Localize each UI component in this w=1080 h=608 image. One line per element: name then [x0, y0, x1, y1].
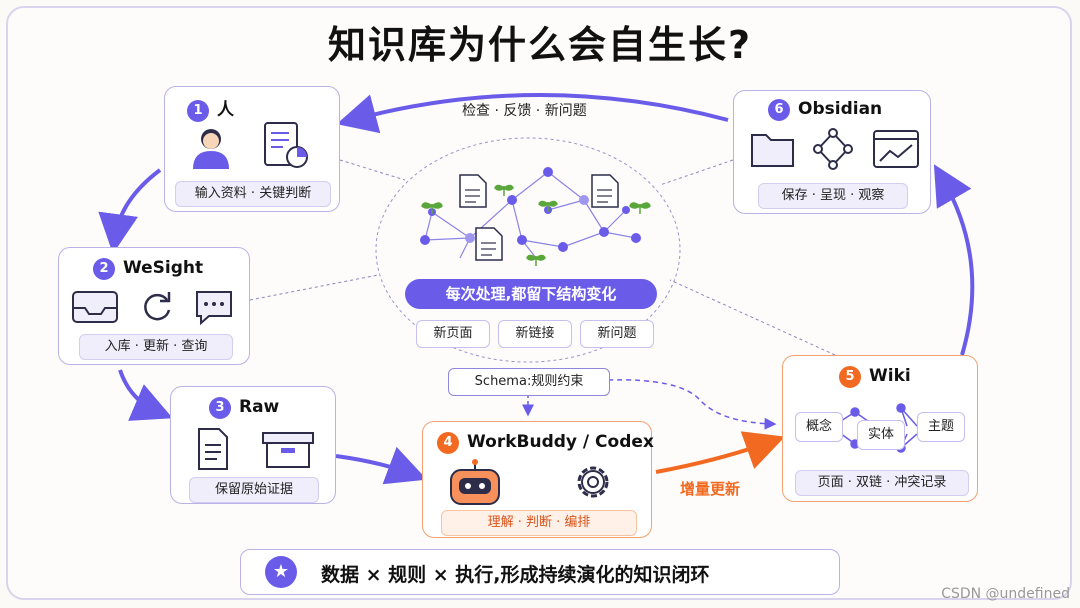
card-wesight-num: 2: [93, 258, 115, 280]
chat-bubble-icon: [196, 291, 232, 326]
document-icon: [198, 428, 228, 470]
card-wesight: 2 WeSight 入库 · 更新 · 查询: [58, 247, 250, 365]
card-wesight-title: 2 WeSight: [93, 258, 203, 280]
card-obsidian-title: 6 Obsidian: [768, 99, 882, 121]
document-chart-icon: [264, 122, 308, 168]
robot-icon: [450, 459, 500, 505]
card-workbuddy: 4 WorkBuddy / Codex 理解 · 判断 · 编排: [422, 421, 654, 538]
card-person-num: 1: [187, 100, 209, 122]
archive-box-icon: [262, 432, 314, 468]
card-obsidian-num: 6: [768, 99, 790, 121]
card-workbuddy-num: 4: [437, 432, 459, 454]
center-banner: 每次处理,都留下结构变化: [405, 279, 657, 309]
card-raw-num: 3: [209, 397, 231, 419]
schema-box: Schema:规则约束: [448, 368, 610, 396]
graph-documents: [459, 174, 619, 261]
wiki-node-entity: 实体: [857, 420, 905, 450]
person-icon: [193, 129, 229, 169]
card-workbuddy-pill: 理解 · 判断 · 编排: [441, 510, 637, 536]
center-tag-new-link: 新链接: [498, 320, 572, 348]
card-obsidian-label: Obsidian: [798, 99, 883, 119]
arrow-workbuddy-wiki: [655, 431, 786, 474]
card-obsidian-pill: 保存 · 呈现 · 观察: [758, 183, 908, 209]
card-wiki-title: 5 Wiki: [839, 366, 911, 388]
wiki-node-topic: 主题: [917, 412, 965, 442]
center-ellipse: [375, 137, 681, 363]
bottom-banner: ★ 数据 × 规则 × 执行,形成持续演化的知识闭环: [240, 549, 840, 595]
card-wesight-pill: 入库 · 更新 · 查询: [79, 334, 233, 360]
card-person-pill: 输入资料 · 关键判断: [175, 181, 331, 207]
arrow-raw-workbuddy: [335, 446, 427, 485]
card-raw-pill: 保留原始证据: [189, 477, 319, 503]
card-wiki: 5 Wiki 概念 实体 主题 页面 · 双链 · 冲突记录: [782, 355, 978, 502]
graph-nodes-icon: [813, 128, 853, 170]
card-workbuddy-label: WorkBuddy / Codex: [467, 432, 654, 452]
folder-icon: [751, 134, 794, 167]
card-person-label: 人: [217, 100, 234, 120]
sprout-icons: [421, 184, 651, 266]
page-title: 知识库为什么会自生长?: [327, 23, 753, 67]
card-wiki-num: 5: [839, 366, 861, 388]
refresh-icon: [144, 292, 171, 321]
bottom-banner-text: 数据 × 规则 × 执行,形成持续演化的知识闭环: [321, 564, 710, 586]
arrow-wesight-raw: [118, 369, 173, 421]
card-wiki-label: Wiki: [869, 366, 911, 386]
star-icon: ★: [265, 556, 297, 588]
inbox-tray-icon: [72, 291, 118, 323]
knowledge-graph: [424, 171, 637, 259]
feedback-label: 检查 · 反馈 · 新问题: [462, 103, 587, 119]
card-workbuddy-title: 4 WorkBuddy / Codex: [437, 432, 654, 454]
card-raw-title: 3 Raw: [209, 397, 279, 419]
card-raw: 3 Raw 保留原始证据: [170, 386, 336, 504]
gear-icon: [577, 466, 609, 498]
card-raw-label: Raw: [239, 397, 280, 417]
wiki-node-concept: 概念: [795, 412, 843, 442]
graph-nodes: [420, 167, 641, 252]
card-obsidian: 6 Obsidian 保存 · 呈现 · 观察: [733, 90, 931, 214]
card-wiki-pill: 页面 · 双链 · 冲突记录: [795, 470, 969, 496]
trend-chart-icon: [873, 130, 919, 168]
feedback-arrow: [336, 93, 729, 134]
card-wesight-label: WeSight: [123, 258, 204, 278]
dotted-links: [249, 159, 836, 356]
watermark: CSDN @undefined: [941, 586, 1070, 602]
schema-right-arrow: [607, 379, 777, 430]
increment-label: 增量更新: [680, 480, 741, 498]
arrow-wiki-obsidian: [933, 164, 975, 356]
graph-document-lines: [465, 189, 612, 256]
center-tag-new-question: 新问题: [580, 320, 654, 348]
center-tag-new-page: 新页面: [416, 320, 490, 348]
arrow-person-wesight: [98, 168, 162, 254]
